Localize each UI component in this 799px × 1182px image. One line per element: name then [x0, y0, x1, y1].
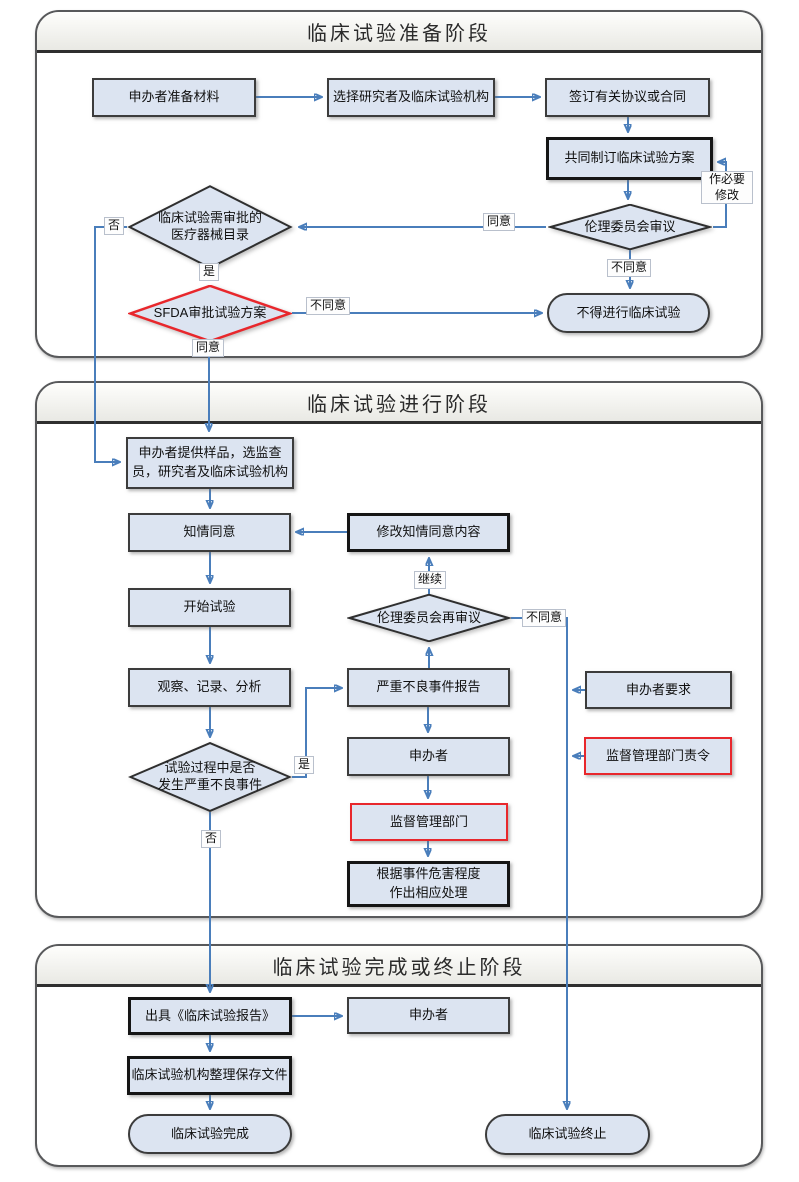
node-label: 共同制订临床试验方案 — [564, 150, 695, 166]
node-label: 临床试验终止 — [528, 1126, 607, 1142]
node-label: 临床试验完成 — [170, 1125, 249, 1141]
node-observe-record: 观察、记录、分析 — [128, 668, 291, 707]
node-label: 监督管理部门责令 — [605, 747, 710, 763]
node-label: 伦理委员会审议 — [584, 218, 676, 234]
decision-sfda-review: SFDA审批试验方案 — [128, 285, 292, 342]
section-title-preparation: 临床试验准备阶段 — [37, 12, 761, 53]
node-label-line2: 作出相应处理 — [389, 885, 468, 900]
node-provide-samples: 申办者提供样品，选监查 员，研究者及临床试验机构 — [126, 437, 294, 489]
node-label: 申办者要求 — [625, 681, 691, 697]
decision-device-catalog: 临床试验需审批的 医疗器械目录 — [127, 185, 293, 269]
node-handle-event: 根据事件危害程度 作出相应处理 — [347, 861, 510, 907]
node-label: 监督管理部门 — [389, 813, 468, 829]
edge-label-disagree-re-review: 不同意 — [522, 609, 567, 627]
decision-ethics-review: 伦理委员会审议 — [548, 204, 712, 250]
node-sponsor-request: 申办者要求 — [585, 671, 732, 709]
node-select-investigator: 选择研究者及临床试验机构 — [327, 78, 495, 117]
node-sae-report: 严重不良事件报告 — [347, 668, 510, 707]
node-label: 选择研究者及临床试验机构 — [332, 89, 489, 105]
edge-label-disagree-ethics: 不同意 — [607, 259, 652, 277]
section-title-completion: 临床试验完成或终止阶段 — [37, 946, 761, 987]
node-label: 严重不良事件报告 — [376, 679, 481, 695]
node-label: 临床试验机构整理保存文件 — [131, 1067, 288, 1083]
decision-ethics-re-review: 伦理委员会再审议 — [347, 594, 511, 642]
node-label: 试验过程中是否 发生严重不良事件 — [158, 760, 262, 794]
edge-label-disagree-sfda: 不同意 — [306, 297, 351, 315]
node-sponsor-final: 申办者 — [347, 997, 510, 1034]
node-sign-agreement: 签订有关协议或合同 — [545, 78, 710, 117]
edge-label-continue: 继续 — [414, 571, 447, 589]
node-sponsor-mid: 申办者 — [347, 737, 510, 776]
node-trial-complete: 临床试验完成 — [128, 1114, 292, 1154]
node-label-line2: 医疗器械目录 — [170, 227, 249, 242]
node-label: 签订有关协议或合同 — [568, 89, 686, 105]
node-label: 出具《临床试验报告》 — [144, 1007, 275, 1023]
node-no-trial: 不得进行临床试验 — [547, 293, 710, 333]
edge-label-yes-sae: 是 — [294, 756, 315, 774]
node-label-line2: 发生严重不良事件 — [157, 777, 262, 792]
node-label-line1: 根据事件危害程度 — [376, 866, 481, 882]
node-start-trial: 开始试验 — [128, 588, 291, 627]
node-draft-protocol: 共同制订临床试验方案 — [546, 137, 713, 180]
edge-label-no-sae: 否 — [201, 830, 222, 848]
node-label: 临床试验需审批的 医疗器械目录 — [158, 210, 262, 244]
edge-label-agree-ethics: 同意 — [483, 213, 516, 231]
node-modify-consent: 修改知情同意内容 — [347, 513, 510, 552]
edge-label-yes-catalog: 是 — [199, 263, 220, 281]
node-label: 知情同意 — [183, 524, 236, 540]
node-regulator: 监督管理部门 — [350, 803, 508, 841]
node-label-line1: 申办者提供样品，选监查 — [138, 445, 282, 461]
node-label-line1: 临床试验需审批的 — [157, 210, 262, 226]
node-label: 申办者 — [408, 748, 448, 764]
section-title-text: 临床试验进行阶段 — [307, 393, 491, 416]
node-regulator-order: 监督管理部门责令 — [584, 737, 732, 775]
section-title-text: 临床试验准备阶段 — [307, 22, 491, 45]
edge-label-make-changes: 作必要 修改 — [701, 171, 753, 205]
node-label: 修改知情同意内容 — [376, 524, 481, 540]
section-title-text: 临床试验完成或终止阶段 — [272, 956, 526, 979]
edge-label-no-catalog: 否 — [104, 217, 125, 235]
node-label-line1: 试验过程中是否 — [164, 760, 256, 776]
section-title-conduct: 临床试验进行阶段 — [37, 383, 761, 424]
node-label: 申办者准备材料 — [128, 89, 220, 105]
node-label: 观察、记录、分析 — [157, 679, 262, 695]
node-issue-report: 出具《临床试验报告》 — [128, 997, 292, 1035]
edge-label-line2: 修改 — [714, 187, 739, 202]
section-preparation-phase: 临床试验准备阶段 — [35, 10, 763, 358]
node-label: 开始试验 — [183, 599, 236, 615]
node-label: SFDA审批试验方案 — [153, 305, 267, 321]
node-informed-consent: 知情同意 — [128, 513, 291, 552]
node-prepare-materials: 申办者准备材料 — [92, 78, 256, 117]
node-archive-files: 临床试验机构整理保存文件 — [127, 1056, 292, 1095]
node-label: 不得进行临床试验 — [576, 304, 681, 320]
node-label: 伦理委员会再审议 — [376, 609, 481, 625]
decision-sae-check: 试验过程中是否 发生严重不良事件 — [128, 742, 292, 812]
node-label-line2: 员，研究者及临床试验机构 — [131, 464, 288, 479]
edge-label-line1: 作必要 — [708, 172, 745, 186]
node-label: 申办者 — [408, 1007, 448, 1023]
node-trial-terminate: 临床试验终止 — [485, 1114, 650, 1155]
edge-label-agree-sfda: 同意 — [192, 339, 225, 357]
